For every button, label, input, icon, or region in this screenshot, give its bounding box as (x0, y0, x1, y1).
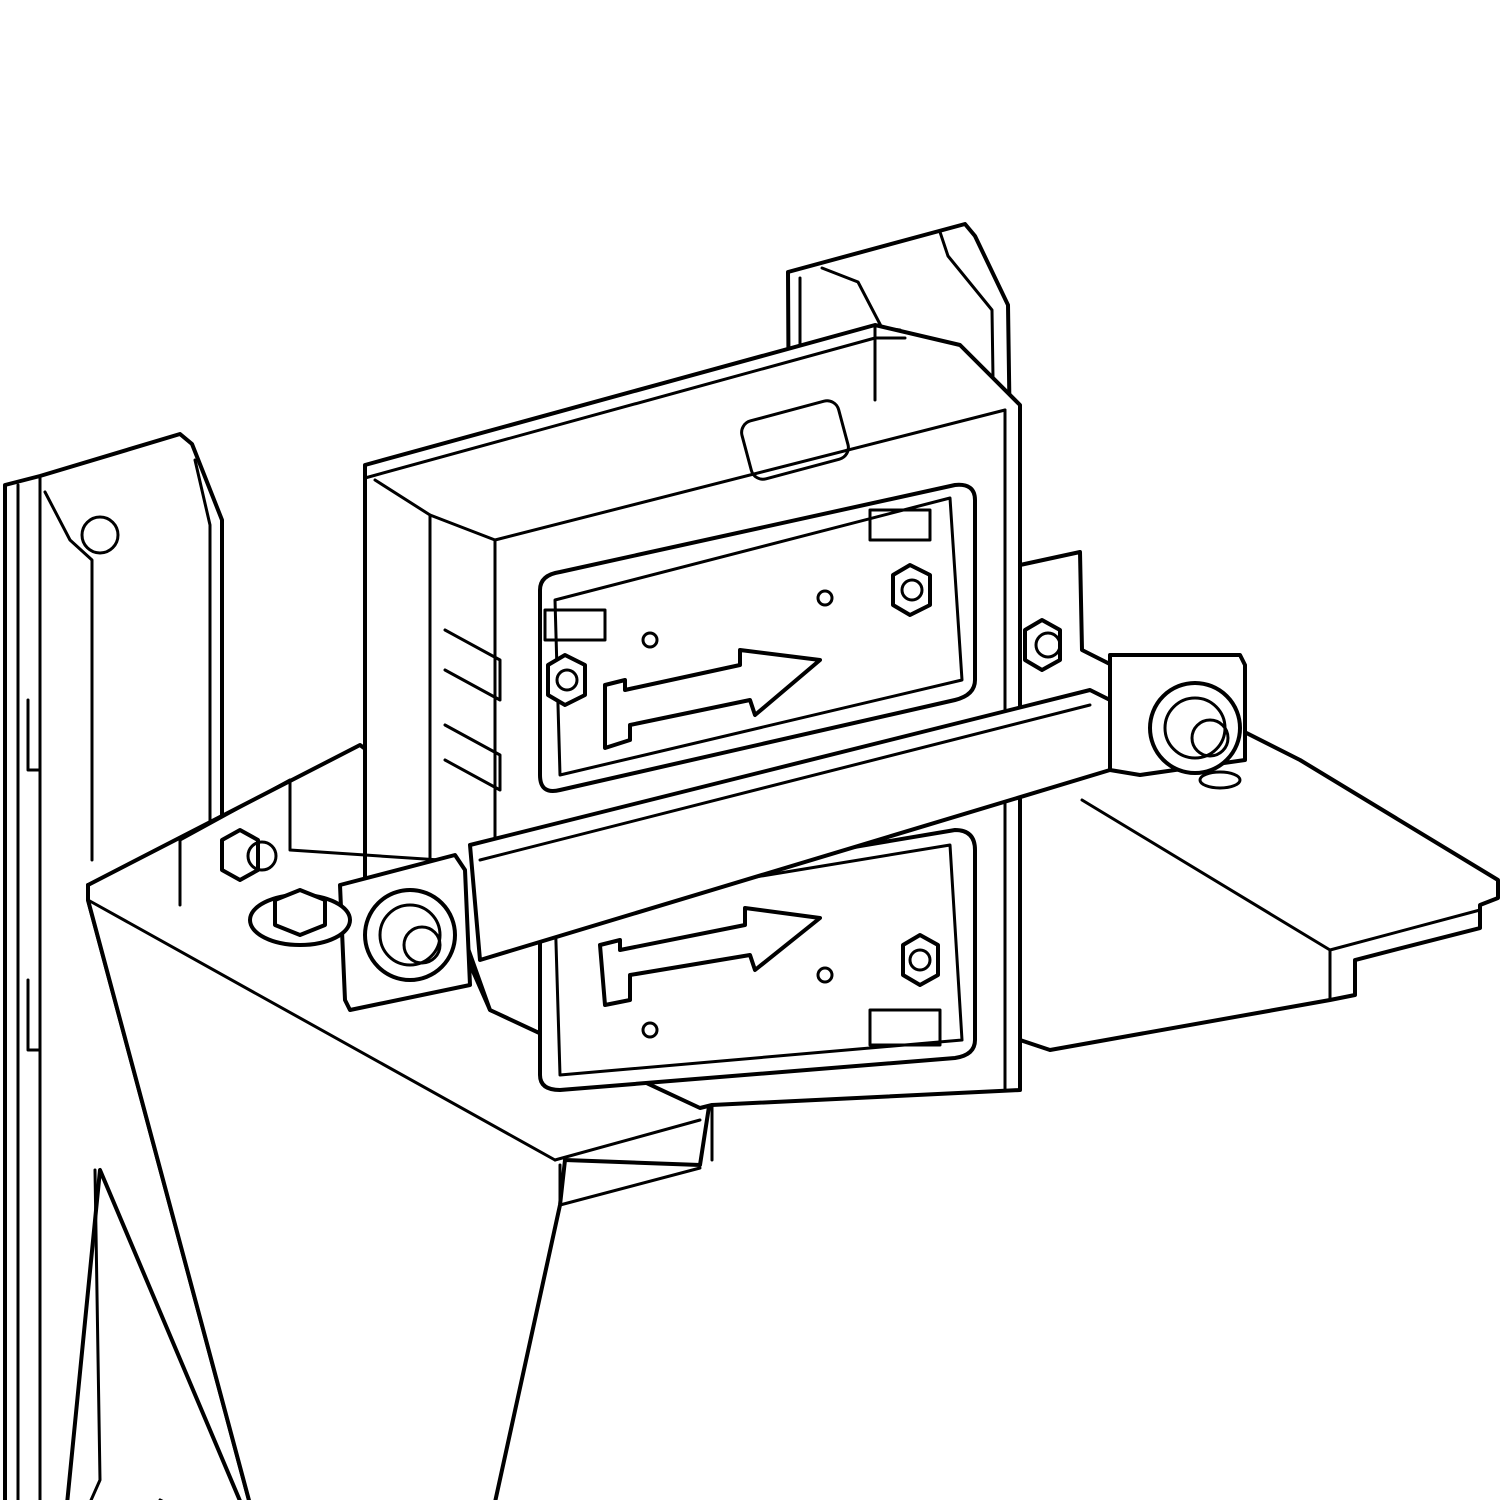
arrow-right-icon (598, 906, 822, 1007)
arrow-right-icon (603, 648, 822, 750)
nut (891, 563, 932, 617)
nut (901, 933, 940, 987)
left-clamp (338, 853, 472, 1012)
nut (220, 828, 278, 882)
nuts (220, 563, 1062, 987)
right-tray (1018, 550, 1500, 1052)
nut (1023, 618, 1062, 672)
nut (546, 653, 587, 707)
bolt-washer (248, 888, 352, 947)
bolt-head (363, 888, 457, 982)
right-clamp (1108, 653, 1247, 777)
upper-plate (538, 482, 977, 793)
